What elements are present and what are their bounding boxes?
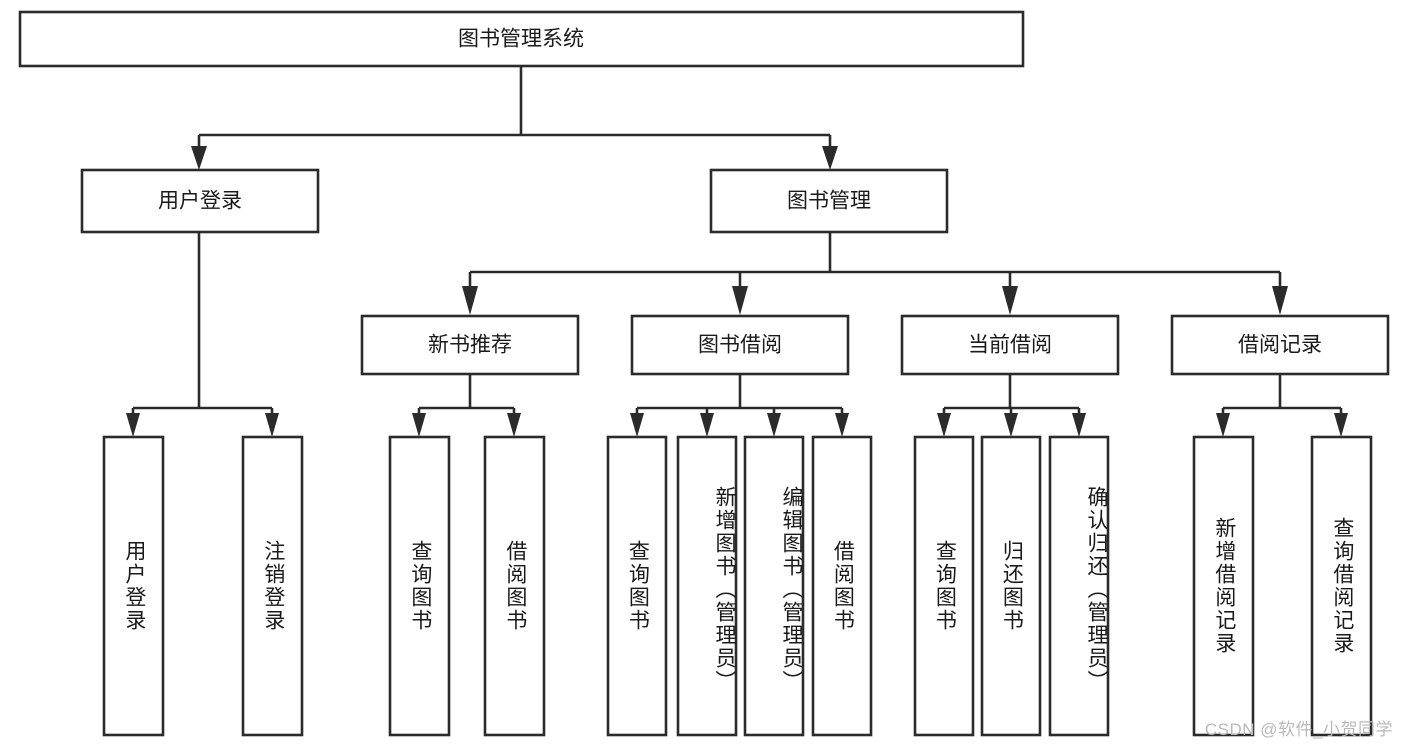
node-book-borrow-box[interactable]: [630, 314, 850, 376]
csdn-watermark: CSDN @软件_小贺同学: [1204, 720, 1393, 739]
leaf-box-current-borrow-0[interactable]: [913, 435, 975, 737]
leaf-box-user-login-1[interactable]: [241, 435, 304, 737]
node-book-manage-label: 图书管理: [787, 190, 871, 213]
leaf-box-user-login-0[interactable]: [102, 435, 165, 737]
node-root[interactable]: 图书管理系统: [18, 10, 1025, 68]
arrowhead-leaf-current-borrow-2: [1072, 413, 1086, 437]
node-root-label: 图书管理系统: [458, 28, 584, 51]
arrowhead-new-book: [462, 286, 478, 315]
node-borrow-record-box[interactable]: [1170, 314, 1390, 376]
leaf-box-borrow-record-0[interactable]: [1192, 435, 1255, 737]
leaf-box-new-book-0[interactable]: [388, 435, 451, 737]
node-new-book[interactable]: 新书推荐: [360, 314, 580, 376]
leaf-box-current-borrow-2[interactable]: [1048, 435, 1110, 737]
node-new-book-label: 新书推荐: [428, 334, 512, 357]
node-book-borrow-label: 图书借阅: [698, 334, 782, 357]
arrowhead-leaf-borrow-record-1: [1334, 413, 1348, 437]
arrowhead-leaf-user-login-0: [126, 413, 140, 437]
arrowhead-user-login: [191, 146, 207, 170]
arrowhead-leaf-book-borrow-1: [700, 413, 714, 437]
arrowhead-leaf-current-borrow-1: [1004, 413, 1018, 437]
arrowhead-leaf-new-book-0: [412, 413, 426, 437]
leaf-box-new-book-1[interactable]: [483, 435, 546, 737]
arrowhead-leaf-book-borrow-0: [630, 413, 644, 437]
node-borrow-record[interactable]: 借阅记录: [1170, 314, 1390, 376]
node-borrow-record-label: 借阅记录: [1238, 334, 1322, 357]
node-book-manage-box[interactable]: [709, 168, 949, 234]
leaf-box-book-borrow-1[interactable]: [676, 435, 738, 737]
node-book-borrow[interactable]: 图书借阅: [630, 314, 850, 376]
node-new-book-box[interactable]: [360, 314, 580, 376]
node-current-borrow-box[interactable]: [900, 314, 1120, 376]
arrowhead-leaf-new-book-1: [507, 413, 521, 437]
connector-group: [126, 66, 1348, 437]
arrowhead-book-borrow: [732, 286, 748, 315]
node-book-manage[interactable]: 图书管理: [709, 168, 949, 234]
arrowhead-book-manage: [822, 146, 838, 170]
leaf-box-book-borrow-0[interactable]: [606, 435, 668, 737]
arrowhead-leaf-borrow-record-0: [1216, 413, 1230, 437]
arrowhead-leaf-user-login-1: [265, 413, 279, 437]
node-current-borrow[interactable]: 当前借阅: [900, 314, 1120, 376]
arrowhead-current-borrow: [1002, 286, 1018, 315]
node-user-login-label: 用户登录: [158, 190, 242, 213]
arrowhead-leaf-book-borrow-3: [835, 413, 849, 437]
node-user-login[interactable]: 用户登录: [80, 168, 320, 234]
leaf-box-borrow-record-1[interactable]: [1310, 435, 1373, 737]
arrowhead-leaf-book-borrow-2: [767, 413, 781, 437]
leaf-box-book-borrow-2[interactable]: [743, 435, 805, 737]
arrowhead-leaf-current-borrow-0: [937, 413, 951, 437]
leaf-box-current-borrow-1[interactable]: [980, 435, 1042, 737]
node-root-box[interactable]: [18, 10, 1025, 68]
node-current-borrow-label: 当前借阅: [968, 334, 1052, 357]
node-user-login-box[interactable]: [80, 168, 320, 234]
arrowhead-borrow-record: [1272, 286, 1288, 315]
leaf-box-book-borrow-3[interactable]: [811, 435, 873, 737]
